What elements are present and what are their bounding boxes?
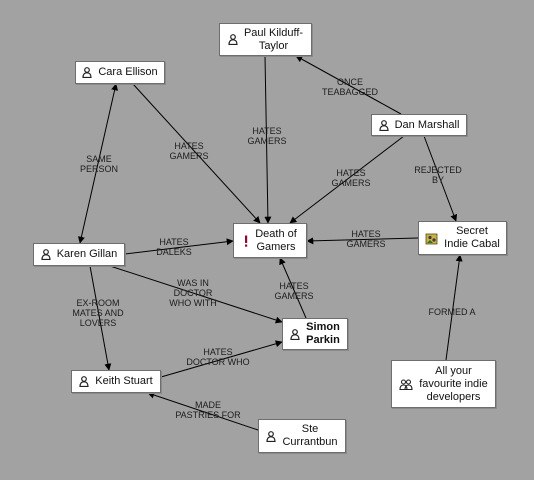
group-emblem-icon xyxy=(425,232,438,245)
edge-cara-death xyxy=(132,83,261,224)
edge-label-cara-hates-gamers: HATES GAMERS xyxy=(169,141,209,161)
edge-label-hates-doctor-who: HATES DOCTOR WHO xyxy=(186,347,250,367)
edge-cabal-death xyxy=(306,237,419,245)
node-label: Keith Stuart xyxy=(95,375,153,387)
person-icon xyxy=(41,249,51,260)
edge-simon-death xyxy=(279,257,307,319)
node-keith[interactable]: Keith Stuart xyxy=(71,370,161,393)
node-label: Ste Currantbun xyxy=(282,423,338,448)
edge-label-dan-hates-gamers: HATES GAMERS xyxy=(331,168,371,188)
node-indie[interactable]: All your favourite indie developers xyxy=(391,360,496,408)
node-dan[interactable]: Dan Marshall xyxy=(371,114,467,136)
edge-karen-keith xyxy=(89,265,112,371)
edge-label-once-teabagged: ONCE TEABAGGED xyxy=(321,77,379,97)
edge-dan-paul xyxy=(295,55,402,115)
edge-label-ex-room-mates: EX-ROOM MATES AND LOVERS xyxy=(72,298,124,328)
node-label: Cara Ellison xyxy=(98,66,158,78)
edge-label-formed-a: FORMED A xyxy=(428,307,476,317)
edge-label-rejected-by: REJECTED BY xyxy=(414,165,462,185)
node-label: Dan Marshall xyxy=(394,118,460,131)
edge-label-cabal-hates-gamers: HATES GAMERS xyxy=(346,229,386,249)
people-icon xyxy=(399,378,413,390)
node-death[interactable]: Death of Gamers xyxy=(233,223,307,258)
edge-label-simon-hates-gamers: HATES GAMERS xyxy=(274,281,314,301)
node-cabal[interactable]: Secret Indie Cabal xyxy=(418,221,507,255)
person-icon xyxy=(266,430,277,442)
node-label: All your favourite indie developers xyxy=(419,364,488,403)
node-label: Paul Kilduff- Taylor xyxy=(243,26,304,52)
person-icon xyxy=(82,67,92,78)
node-label: Simon Parkin xyxy=(306,321,340,346)
node-label: Death of Gamers xyxy=(255,227,297,253)
edge-ste-keith xyxy=(147,391,259,431)
exclamation-icon xyxy=(243,235,249,247)
edge-label-paul-hates-gamers: HATES GAMERS xyxy=(247,126,287,146)
person-icon xyxy=(79,376,89,387)
node-label: Karen Gillan xyxy=(56,248,118,260)
person-icon xyxy=(378,119,389,131)
node-cara[interactable]: Cara Ellison xyxy=(75,61,165,84)
edge-indie-cabal xyxy=(445,254,463,361)
edge-keith-simon xyxy=(160,340,283,378)
edge-label-was-in-doctor-who-with: WAS IN DOCTOR WHO WITH xyxy=(169,278,217,308)
edge-label-same-person: SAME PERSON xyxy=(79,154,119,174)
edge-karen-simon xyxy=(109,265,283,324)
person-icon xyxy=(290,328,300,340)
person-icon xyxy=(228,34,238,45)
edge-karen-death xyxy=(124,238,234,255)
edge-dan-cabal xyxy=(423,135,458,222)
edge-dan-death xyxy=(289,135,405,224)
node-ste[interactable]: Ste Currantbun xyxy=(258,419,346,453)
edge-paul-death xyxy=(264,55,272,224)
node-label: Secret Indie Cabal xyxy=(444,225,500,250)
node-paul[interactable]: Paul Kilduff- Taylor xyxy=(219,23,312,56)
edge-label-made-pastries-for: MADE PASTRIES FOR xyxy=(175,400,241,420)
node-simon[interactable]: Simon Parkin xyxy=(282,318,348,350)
edge-label-hates-daleks: HATES DALEKS xyxy=(156,237,192,257)
edge-karen-cara xyxy=(77,83,119,244)
node-karen[interactable]: Karen Gillan xyxy=(33,243,125,266)
